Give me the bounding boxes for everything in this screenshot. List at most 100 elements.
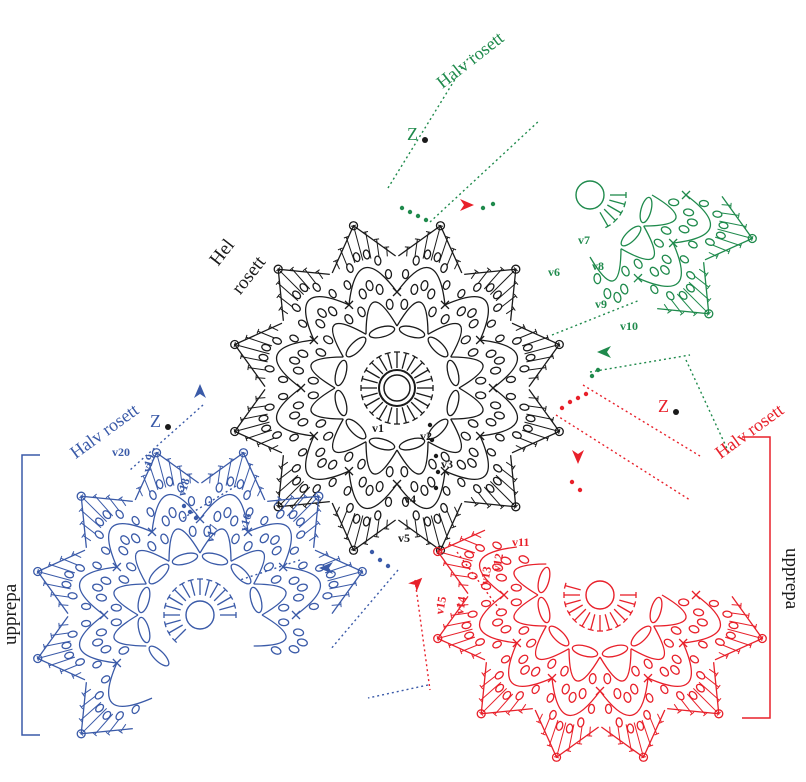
chain-oval xyxy=(426,288,436,300)
chain-oval xyxy=(420,280,429,291)
treble-stitch xyxy=(439,513,448,539)
treble-stitch xyxy=(693,688,718,713)
chain-oval xyxy=(589,673,596,684)
chain-oval xyxy=(490,401,501,409)
chain-oval xyxy=(374,256,381,266)
chain-oval xyxy=(594,273,601,284)
chain-oval xyxy=(693,608,704,616)
turn-symbol-icon: Z xyxy=(150,411,161,431)
arrowhead-icon xyxy=(572,450,584,464)
chain-oval xyxy=(546,658,557,670)
chain-oval xyxy=(568,692,577,703)
chain-oval xyxy=(668,199,679,206)
treble-stitch xyxy=(229,459,234,460)
treble-stitch xyxy=(577,743,582,744)
chain-oval xyxy=(559,665,569,677)
treble-stitch xyxy=(332,605,341,606)
chain-oval xyxy=(427,306,437,318)
chain-oval xyxy=(442,486,451,497)
round-label-v4: v4 xyxy=(404,492,416,506)
connector-lines xyxy=(130,55,730,698)
chain-loop xyxy=(136,586,152,614)
treble-stitch xyxy=(83,689,91,694)
stitch-mark xyxy=(564,583,566,589)
chain-loop xyxy=(343,334,368,359)
treble-stitch xyxy=(674,704,679,712)
chain-oval xyxy=(520,404,530,411)
bead-dot xyxy=(578,488,582,492)
treble-stitch xyxy=(738,213,739,218)
treble-stitch xyxy=(552,354,553,359)
arrowhead-icon xyxy=(597,346,611,358)
treble-stitch xyxy=(387,247,388,256)
connector-line xyxy=(330,570,398,650)
chain-oval xyxy=(117,545,129,556)
chain-oval xyxy=(518,554,530,564)
chain-oval xyxy=(468,611,478,618)
stitch-mark xyxy=(416,379,431,383)
chain-oval xyxy=(653,238,665,249)
treble-stitch xyxy=(121,498,126,506)
center-ring xyxy=(586,581,614,609)
treble-stitch xyxy=(506,462,514,467)
chain-oval xyxy=(293,401,304,409)
chain-oval xyxy=(511,599,522,606)
treble-stitch xyxy=(83,536,91,541)
treble-stitch xyxy=(426,232,431,233)
chain-loop xyxy=(536,566,552,594)
chain-oval xyxy=(678,599,689,606)
chain-oval xyxy=(713,211,723,218)
treble-stitch xyxy=(278,296,292,307)
bead-dot xyxy=(188,510,192,514)
half-rosette-label-blue: Halv rosett xyxy=(66,400,142,463)
chain-oval xyxy=(420,485,429,496)
treble-stitch xyxy=(610,727,611,736)
treble-stitch xyxy=(315,270,319,273)
chain-oval xyxy=(633,258,644,270)
chain-oval xyxy=(688,240,699,249)
stitch-mark xyxy=(614,609,625,620)
stitch-mark xyxy=(164,621,166,627)
stitch-mark xyxy=(407,357,415,371)
chain-oval xyxy=(278,393,287,400)
connector-line xyxy=(415,580,430,690)
full-rosette-label-line2: rosett xyxy=(228,252,271,299)
treble-stitch xyxy=(143,476,150,493)
chain-oval xyxy=(468,572,478,579)
treble-stitch xyxy=(59,625,68,626)
stitch-mark xyxy=(388,353,392,368)
treble-stitch xyxy=(722,645,739,652)
chain-oval xyxy=(314,318,326,329)
treble-stitch xyxy=(552,417,553,422)
chain-oval xyxy=(327,459,338,471)
chain-loop xyxy=(333,389,349,417)
round-label-v13: v13 xyxy=(477,565,494,585)
chain-loop xyxy=(146,561,171,586)
treble-stitch xyxy=(549,720,558,746)
chain-oval xyxy=(96,593,107,601)
arrowhead-icon xyxy=(460,199,474,211)
full-rosette xyxy=(231,222,564,555)
half-rosette-red xyxy=(434,530,767,761)
half-rosette-label-red: Halv rosett xyxy=(711,400,787,463)
treble-stitch xyxy=(474,503,478,506)
stitch-mark xyxy=(165,606,180,610)
treble-stitch xyxy=(278,269,303,294)
chain-oval xyxy=(492,640,503,649)
stitch-mark xyxy=(634,601,636,607)
stitch-mark xyxy=(403,422,409,424)
stitch-mark xyxy=(588,629,594,631)
treble-stitch xyxy=(522,337,548,346)
stitch-mark xyxy=(175,590,186,601)
center-ring-inner xyxy=(384,375,410,401)
treble-stitch xyxy=(755,624,756,629)
dot-icon xyxy=(422,137,428,143)
treble-stitch xyxy=(545,406,546,411)
chain-oval xyxy=(298,561,309,570)
chain-oval xyxy=(92,561,103,570)
chain-oval xyxy=(322,334,334,345)
chain-oval xyxy=(288,576,300,586)
chain-oval xyxy=(81,603,90,610)
chain-oval xyxy=(92,660,103,669)
center-ring xyxy=(576,181,604,209)
